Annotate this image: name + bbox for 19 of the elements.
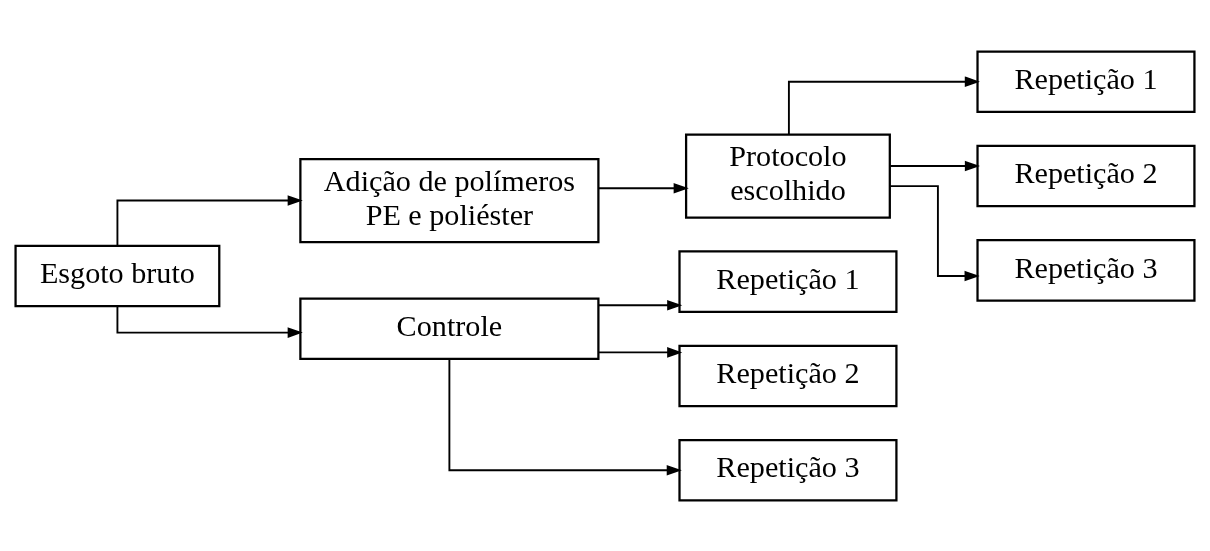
- arrow: [889, 160, 980, 171]
- node-box: Adição de polímeros PE e poliéster: [299, 157, 600, 243]
- arrow: [597, 299, 683, 311]
- node-box: Repetição 1: [678, 249, 898, 313]
- node-box: Protocolo escolhido: [685, 132, 891, 219]
- node-box: Repetição 2: [678, 344, 898, 407]
- node-box: Controle: [299, 297, 600, 360]
- arrow: [597, 182, 689, 194]
- node-box: Esgoto bruto: [14, 244, 221, 307]
- arrow: [448, 358, 682, 476]
- node-box: Repetição 2: [976, 144, 1196, 207]
- arrow: [116, 194, 303, 246]
- node-box: Repetição 3: [976, 238, 1196, 302]
- arrow: [889, 184, 980, 281]
- node-box: Repetição 3: [678, 438, 898, 502]
- node-box: Repetição 1: [976, 49, 1196, 113]
- arrow: [597, 346, 683, 358]
- arrow: [787, 75, 980, 135]
- arrow: [116, 304, 303, 338]
